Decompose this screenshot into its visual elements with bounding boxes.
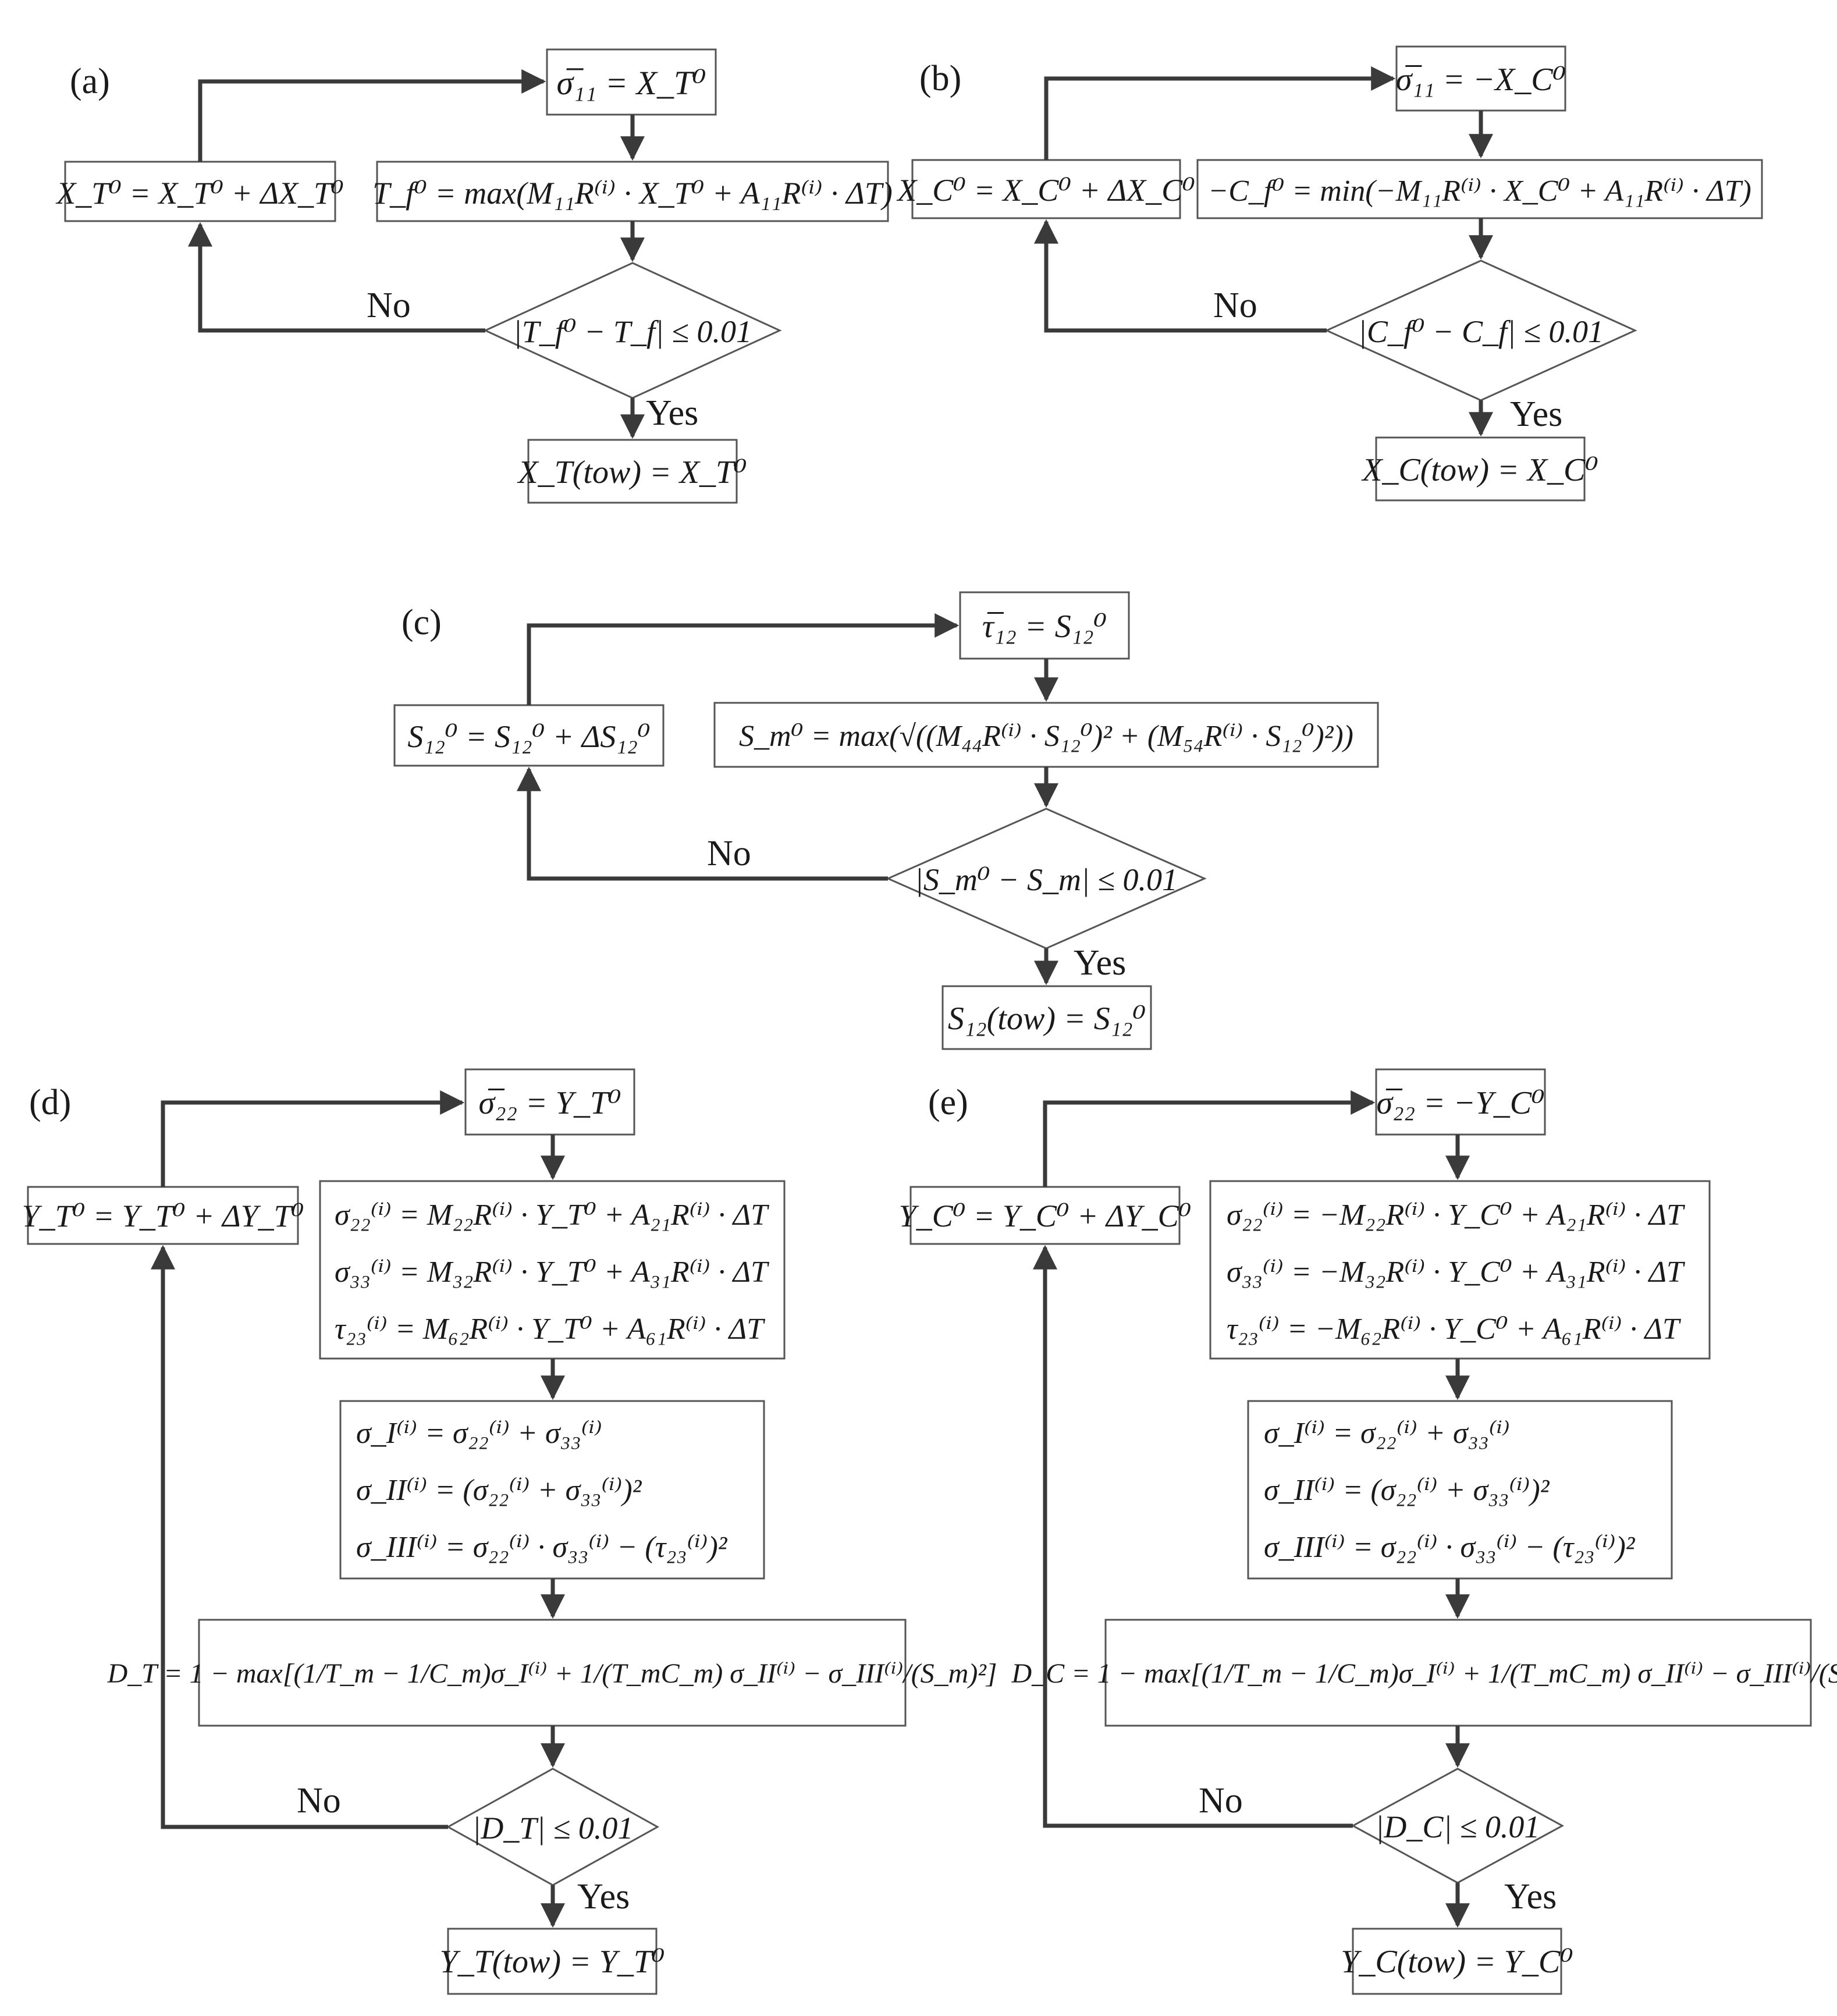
- panel-b-no-label: No: [1213, 286, 1257, 325]
- panel-d-update-text: Y_T⁰ = Y_T⁰ + ΔY_T⁰: [22, 1199, 304, 1233]
- panel-a-compute-text: T_f⁰ = max(M₁₁R⁽ⁱ⁾ · X_T⁰ + A₁₁R⁽ⁱ⁾ · ΔT…: [372, 176, 893, 211]
- panel-e-stress-line-2: σ₃₃⁽ⁱ⁾ = −M₃₂R⁽ⁱ⁾ · Y_C⁰ + A₃₁R⁽ⁱ⁾ · ΔT: [1227, 1256, 1685, 1289]
- panel-e-invariant-line-3: σ_III⁽ⁱ⁾ = σ₂₂⁽ⁱ⁾ · σ₃₃⁽ⁱ⁾ − (τ₂₃⁽ⁱ⁾)²: [1264, 1531, 1636, 1564]
- panel-d-start-text: σ̅₂₂ = Y_T⁰: [478, 1085, 621, 1121]
- panel-b-result-box: [1375, 436, 1586, 502]
- panel-c-start-text: τ̅₁₂ = S₁₂⁰: [982, 609, 1107, 645]
- panel-d-result-box: [447, 1928, 658, 1995]
- panel-c-result-box: [941, 985, 1152, 1050]
- panel-d-arrow-no: [151, 1245, 448, 1829]
- panel-e-start-box: [1375, 1068, 1546, 1136]
- panel-b-label: (b): [919, 59, 961, 98]
- panel-a-result-box: [527, 439, 738, 504]
- panel-e-stress-line-1: σ₂₂⁽ⁱ⁾ = −M₂₂R⁽ⁱ⁾ · Y_C⁰ + A₂₁R⁽ⁱ⁾ · ΔT: [1227, 1199, 1685, 1232]
- panel-a-decision-text: |T_f⁰ − T_f| ≤ 0.01: [513, 314, 752, 349]
- panel-a-result-text: X_T(tow) = X_T⁰: [517, 454, 747, 490]
- panel-e-decision-text: |D_C| ≤ 0.01: [1376, 1809, 1540, 1844]
- panel-a-update-text: X_T⁰ = X_T⁰ + ΔX_T⁰: [55, 176, 344, 211]
- panel-e-start-text: σ̅₂₂ = −Y_C⁰: [1376, 1085, 1544, 1121]
- panel-a-yes-label: Yes: [646, 393, 698, 433]
- panel-e-stress-line-3: τ₂₃⁽ⁱ⁾ = −M₆₂R⁽ⁱ⁾ · Y_C⁰ + A₆₁R⁽ⁱ⁾ · ΔT: [1227, 1313, 1681, 1346]
- panel-e-invariant-line-2: σ_II⁽ⁱ⁾ = (σ₂₂⁽ⁱ⁾ + σ₃₃⁽ⁱ⁾)²: [1264, 1474, 1550, 1507]
- panel-c-result-text: S₁₂(tow) = S₁₂⁰: [948, 1001, 1146, 1037]
- panel-a-arrow-loop: [198, 69, 546, 162]
- panel-e-invariant-line-1: σ_I⁽ⁱ⁾ = σ₂₂⁽ⁱ⁾ + σ₃₃⁽ⁱ⁾: [1264, 1417, 1510, 1450]
- panel-d: (d) σ̅₂₂ = Y_T⁰ σ₂₂⁽ⁱ⁾ = M₂₂R⁽ⁱ⁾ · Y_T⁰ …: [22, 1068, 997, 1995]
- panel-e-damage-text: D_C = 1 − max[(1/T_m − 1/C_m)σ_I⁽ⁱ⁾ + 1/…: [1011, 1658, 1837, 1689]
- panel-e-result-text: Y_C(tow) = Y_C⁰: [1341, 1944, 1573, 1980]
- panel-b-start-text: σ̅₁₁ = −X_C⁰: [1396, 62, 1566, 98]
- panel-b-arrow-no: [1034, 219, 1327, 333]
- panel-b-arrow-loop: [1044, 66, 1396, 160]
- panel-c-compute-text: S_m⁰ = max(√((M₄₄R⁽ⁱ⁾ · S₁₂⁰)² + (M₅₄R⁽ⁱ…: [739, 720, 1353, 753]
- panel-c-no-label: No: [707, 834, 751, 873]
- panel-d-stress-line-2: σ₃₃⁽ⁱ⁾ = M₃₂R⁽ⁱ⁾ · Y_T⁰ + A₃₁R⁽ⁱ⁾ · ΔT: [335, 1256, 769, 1289]
- panel-d-damage-text: D_T = 1 − max[(1/T_m − 1/C_m)σ_I⁽ⁱ⁾ + 1/…: [107, 1658, 997, 1689]
- panel-e-yes-label: Yes: [1504, 1877, 1557, 1917]
- panel-a-label: (a): [70, 62, 110, 101]
- panel-c: (c) τ̅₁₂ = S₁₂⁰ S_m⁰ = max(√((M₄₄R⁽ⁱ⁾ · …: [393, 591, 1379, 1050]
- panel-c-label: (c): [401, 603, 442, 642]
- panel-e-update-text: Y_C⁰ = Y_C⁰ + ΔY_C⁰: [899, 1199, 1192, 1233]
- panel-d-decision-text: |D_T| ≤ 0.01: [472, 1811, 634, 1846]
- panel-d-label: (d): [29, 1083, 71, 1122]
- panel-c-update-text: S₁₂⁰ = S₁₂⁰ + ΔS₁₂⁰: [407, 719, 650, 754]
- panel-d-stress-line-1: σ₂₂⁽ⁱ⁾ = M₂₂R⁽ⁱ⁾ · Y_T⁰ + A₂₁R⁽ⁱ⁾ · ΔT: [335, 1199, 769, 1232]
- panel-d-invariant-line-1: σ_I⁽ⁱ⁾ = σ₂₂⁽ⁱ⁾ + σ₃₃⁽ⁱ⁾: [356, 1417, 602, 1450]
- panel-a-start-text: σ̅₁₁ = X_T⁰: [556, 64, 706, 102]
- panel-d-stress-line-3: τ₂₃⁽ⁱ⁾ = M₆₂R⁽ⁱ⁾ · Y_T⁰ + A₆₁R⁽ⁱ⁾ · ΔT: [335, 1313, 765, 1346]
- panel-b: (b) σ̅₁₁ = −X_C⁰ −C_f⁰ = min(−M₁₁R⁽ⁱ⁾ · …: [896, 45, 1763, 502]
- panel-c-yes-label: Yes: [1074, 943, 1126, 983]
- panel-a-arrow-no: [188, 222, 485, 333]
- panel-c-arrow-no: [517, 766, 888, 881]
- panel-e-arrow-loop: [1043, 1090, 1376, 1187]
- panel-d-arrow-loop: [161, 1090, 465, 1187]
- panel-d-yes-label: Yes: [577, 1877, 630, 1917]
- panel-b-result-text: X_C(tow) = X_C⁰: [1361, 452, 1598, 488]
- panel-e-stress-box: [1209, 1180, 1711, 1360]
- panel-a-no-label: No: [367, 286, 411, 325]
- panel-c-decision-text: |S_m⁰ − S_m| ≤ 0.01: [915, 862, 1178, 897]
- panel-e-result-box: [1352, 1928, 1562, 1995]
- panel-b-update-text: X_C⁰ = X_C⁰ + ΔX_C⁰: [896, 173, 1195, 208]
- panel-b-compute-text: −C_f⁰ = min(−M₁₁R⁽ⁱ⁾ · X_C⁰ + A₁₁R⁽ⁱ⁾ · …: [1208, 175, 1751, 208]
- panel-d-invariant-line-2: σ_II⁽ⁱ⁾ = (σ₂₂⁽ⁱ⁾ + σ₃₃⁽ⁱ⁾)²: [356, 1474, 642, 1507]
- panel-e: (e) σ̅₂₂ = −Y_C⁰ σ₂₂⁽ⁱ⁾ = −M₂₂R⁽ⁱ⁾ · Y_C…: [899, 1068, 1837, 1995]
- panel-b-decision-text: |C_f⁰ − C_f| ≤ 0.01: [1358, 314, 1604, 349]
- panel-b-yes-label: Yes: [1510, 394, 1562, 434]
- panel-e-no-label: No: [1199, 1781, 1243, 1821]
- panel-e-label: (e): [928, 1083, 968, 1122]
- panel-e-arrow-no: [1033, 1245, 1353, 1828]
- panel-d-invariant-line-3: σ_III⁽ⁱ⁾ = σ₂₂⁽ⁱ⁾ · σ₃₃⁽ⁱ⁾ − (τ₂₃⁽ⁱ⁾)²: [356, 1531, 728, 1564]
- panel-c-arrow-loop: [527, 613, 960, 705]
- panel-d-no-label: No: [297, 1781, 341, 1821]
- panel-d-start-box: [464, 1068, 635, 1136]
- panel-e-invariant-box: [1247, 1400, 1673, 1580]
- panel-a: (a) σ̅₁₁ = X_T⁰ T_f⁰ = max(M₁₁R⁽ⁱ⁾ · X_T…: [55, 48, 893, 504]
- panel-d-result-text: Y_T(tow) = Y_T⁰: [439, 1944, 665, 1980]
